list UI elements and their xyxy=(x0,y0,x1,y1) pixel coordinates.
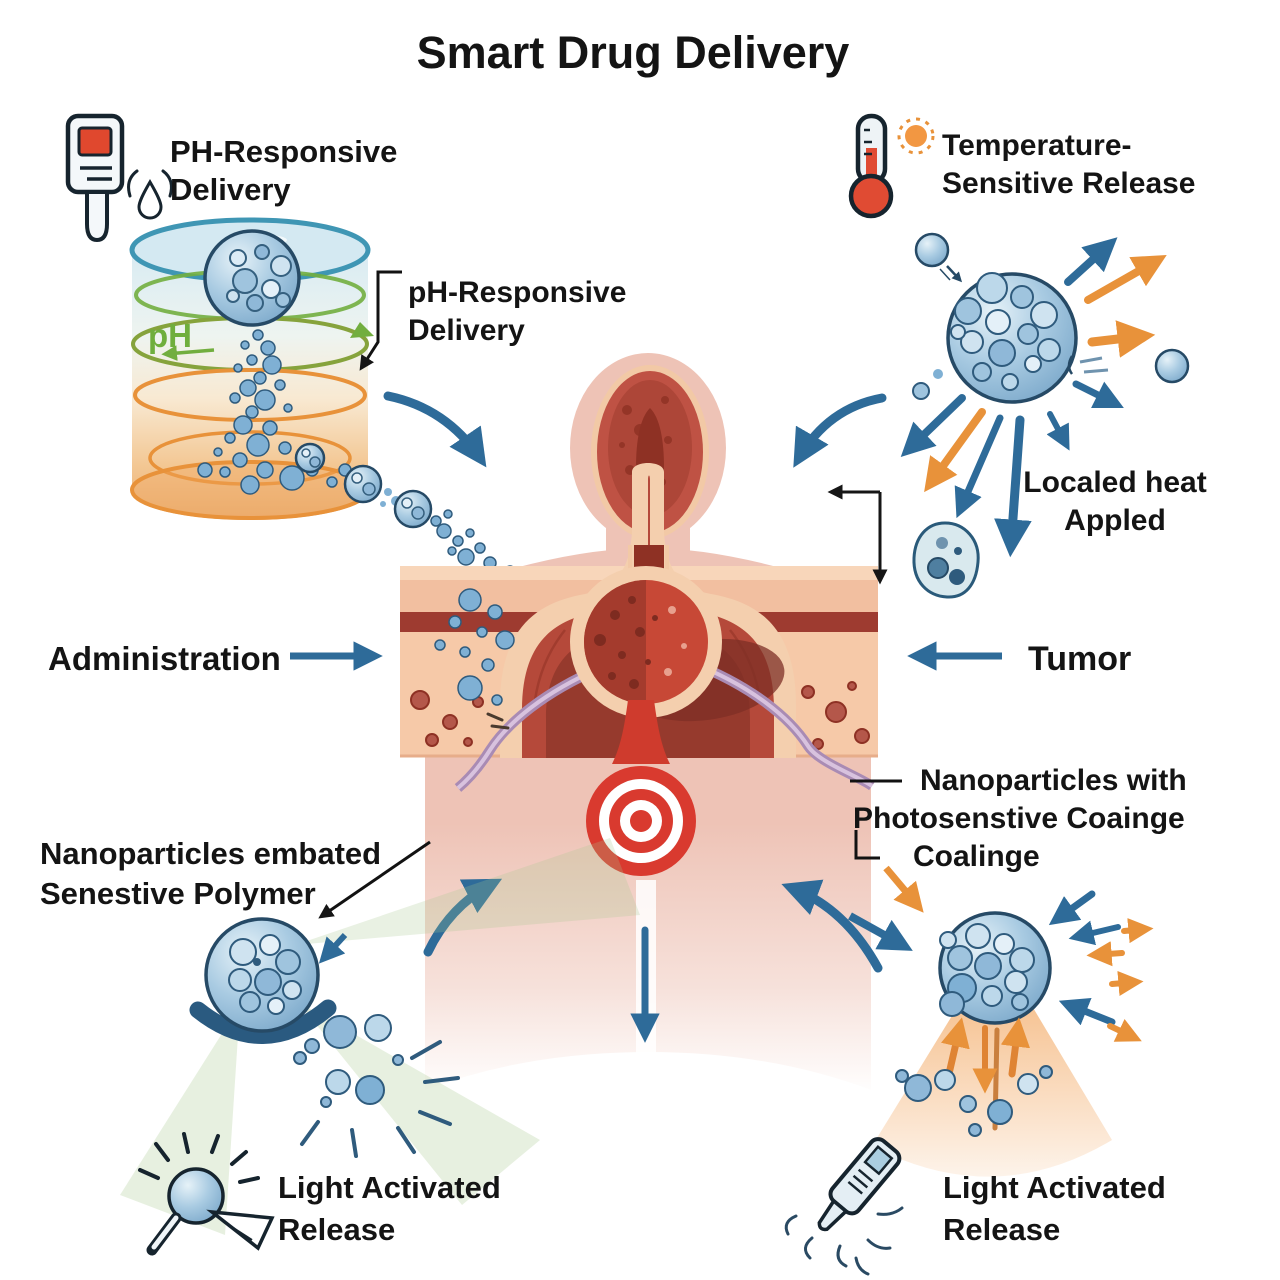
ph-callout-line1: pH-Responsive xyxy=(408,276,626,309)
glowing-sphere-icon xyxy=(138,1132,275,1256)
polymer-label-line2: Senestive Polymer xyxy=(40,876,316,911)
nanoparticle-in-cylinder xyxy=(203,229,301,327)
sun-icon xyxy=(897,117,935,155)
thermometer-icon xyxy=(848,113,894,219)
light-left-caption-line1: Light Activated xyxy=(278,1170,501,1205)
heat-note-line2: Appled xyxy=(1064,504,1166,537)
arrow-polymer-to-body xyxy=(423,878,503,957)
ph-callout-line2: Delivery xyxy=(408,314,525,347)
released-nanoparticle xyxy=(1154,348,1190,384)
light-right-caption-line2: Release xyxy=(943,1212,1060,1247)
tissue-cells xyxy=(410,681,870,750)
arrow-heat-to-body xyxy=(793,393,887,468)
photo-nanoparticle-scene xyxy=(848,865,1154,1177)
arrow-cylinder-to-body xyxy=(383,391,487,468)
light-device-icon xyxy=(784,1137,904,1276)
photo-label-line1: Nanoparticles with xyxy=(920,764,1187,797)
light-left-caption-line2: Release xyxy=(278,1212,395,1247)
tissue-specks xyxy=(486,712,510,730)
light-right-caption-line1: Light Activated xyxy=(943,1170,1166,1205)
heat-release-arrows xyxy=(900,237,1167,558)
photo-label-bracket xyxy=(854,830,880,860)
photo-label-line3: Coalinge xyxy=(913,840,1040,873)
ph-meter-icon xyxy=(65,113,125,243)
released-bubbles xyxy=(293,1014,404,1108)
release-speed-lines xyxy=(300,1040,460,1158)
small-nanoparticle xyxy=(914,232,950,268)
tumor-connector-bracket xyxy=(827,484,888,585)
polymer-label-line1: Nanoparticles embated xyxy=(40,836,381,871)
ph-heading-line2: Delivery xyxy=(170,172,291,207)
heat-note-line1: Localed heat xyxy=(1023,466,1206,499)
flow-arrows xyxy=(383,391,887,1043)
arrow-photo-to-body xyxy=(781,879,883,973)
polymer-crescent xyxy=(189,999,337,1044)
tumor-mass xyxy=(570,566,722,718)
vessels xyxy=(454,657,875,792)
polymer-label-arrow xyxy=(318,840,431,919)
ph-callout-bracket xyxy=(359,270,402,371)
tumor-label: Tumor xyxy=(1028,640,1131,678)
ph-heading-line1: PH-Responsive xyxy=(170,134,397,169)
temp-nanoparticle-scene xyxy=(900,232,1190,599)
target-stem xyxy=(612,700,670,764)
ph-axis-label: pH xyxy=(148,317,192,354)
temp-heading-line2: Sensitive Release xyxy=(942,167,1196,200)
page-title: Smart Drug Delivery xyxy=(417,27,850,78)
droplet-icon xyxy=(127,169,173,220)
cell-blob xyxy=(912,521,980,599)
bubble-column xyxy=(197,329,319,495)
administration-label: Administration xyxy=(48,640,281,677)
tissue-bubble-trail xyxy=(434,588,515,706)
photo-arrow-cluster xyxy=(1048,890,1154,1042)
vibration-squiggles xyxy=(784,1206,904,1276)
cone-bubbles xyxy=(895,1065,1053,1137)
target-icon xyxy=(586,766,696,876)
temp-heading-line1: Temperature- xyxy=(942,129,1132,162)
photo-label-line2: Photosenstive Coainge xyxy=(853,802,1185,835)
